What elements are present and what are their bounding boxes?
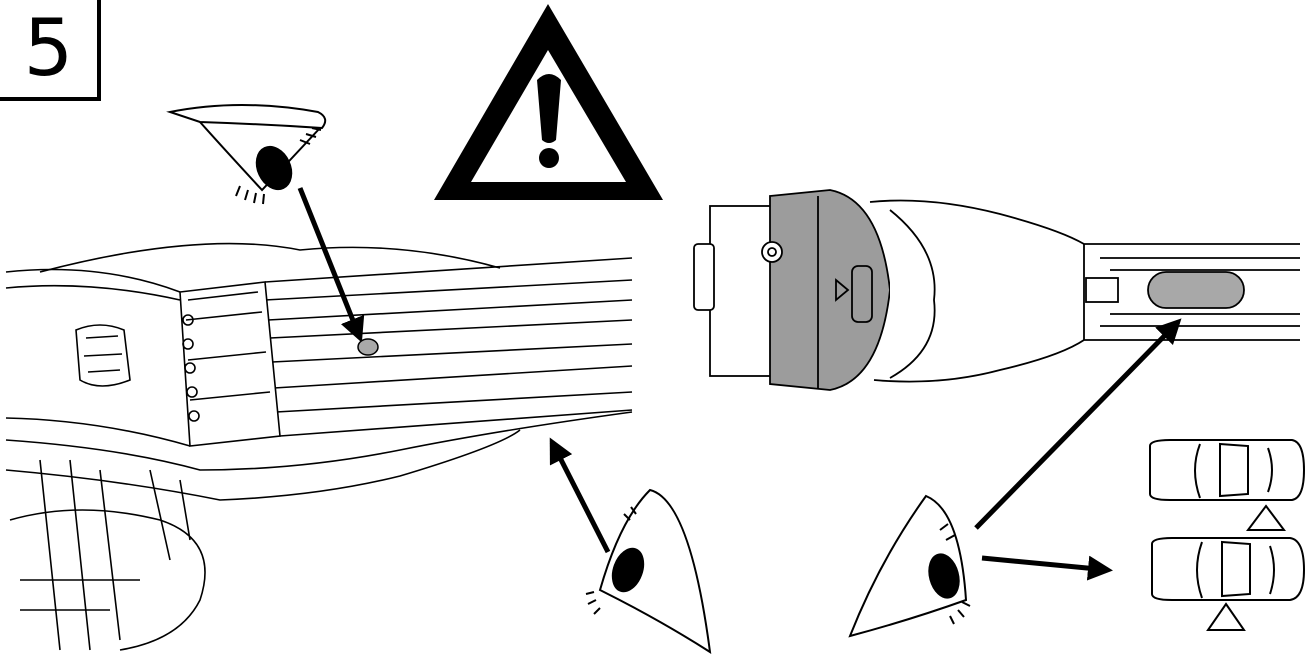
roof-bar-end-detail — [5, 242, 633, 651]
step-number: 5 — [23, 3, 74, 94]
position-mark — [357, 338, 379, 356]
step-number-box: 5 — [0, 0, 101, 101]
car-top-view-icon-front — [1149, 439, 1306, 531]
arrow-to-mark — [297, 187, 365, 343]
car-top-view-icon-rear — [1151, 537, 1306, 631]
eye-icon-top — [166, 104, 327, 205]
roof-bar-end-cap — [693, 189, 1300, 391]
arrow-to-bar-underside — [549, 437, 611, 554]
arrow-to-label — [974, 318, 1182, 530]
warning-triangle-icon — [434, 4, 663, 200]
eye-icon-bottom-right — [848, 494, 971, 638]
arrow-to-cars — [981, 555, 1113, 581]
eye-icon-bottom-left — [585, 488, 712, 655]
